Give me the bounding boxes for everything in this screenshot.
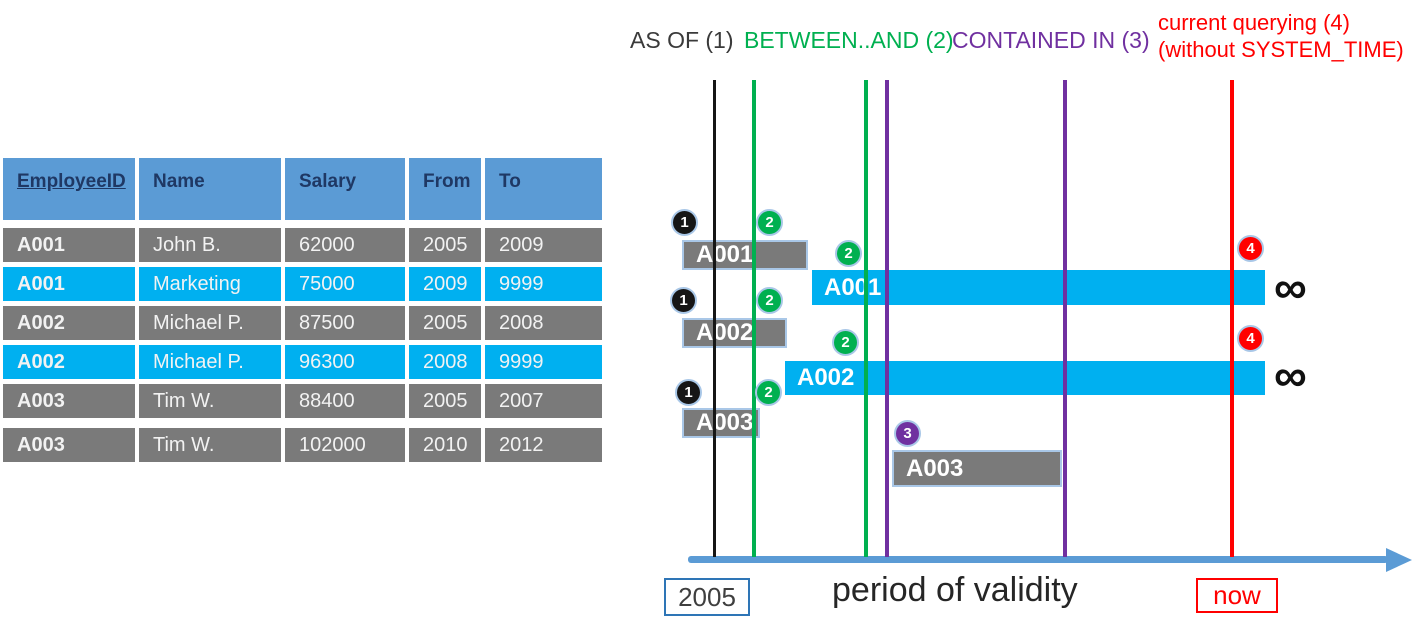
validity-bar-label: A003 <box>696 409 754 436</box>
table-cell: A001 <box>3 267 135 301</box>
validity-bar-label: A001 <box>696 241 754 268</box>
axis-now-box: now <box>1196 578 1278 613</box>
table-header-row: EmployeeID Name Salary From To <box>3 158 603 220</box>
table-cell: 87500 <box>285 306 405 340</box>
table-cell: 9999 <box>485 345 602 379</box>
time-axis-arrowhead-icon <box>1386 548 1412 572</box>
query-number-badge: 2 <box>755 379 782 406</box>
header-employeeid-label: EmployeeID <box>17 171 126 192</box>
table-cell: 75000 <box>285 267 405 301</box>
infinity-icon: ∞ <box>1274 261 1307 313</box>
now-line <box>1230 80 1234 557</box>
as-of-line <box>713 80 716 557</box>
infinity-icon: ∞ <box>1274 349 1307 401</box>
validity-bar: A002 <box>785 361 1265 395</box>
validity-bar: A003 <box>682 408 760 438</box>
table-cell: Tim W. <box>139 384 281 418</box>
validity-bar-label: A003 <box>906 454 964 482</box>
legend-current-querying-line2: (without SYSTEM_TIME) <box>1158 37 1404 62</box>
table-cell: 2008 <box>409 345 481 379</box>
query-number-badge: 1 <box>671 209 698 236</box>
table-cell: 88400 <box>285 384 405 418</box>
validity-bar-label: A002 <box>696 319 754 346</box>
table-cell: 2005 <box>409 384 481 418</box>
header-employeeid: EmployeeID <box>3 158 135 220</box>
validity-bar-label: A001 <box>824 273 882 301</box>
validity-bar: A002 <box>682 318 787 348</box>
table-cell: 2005 <box>409 306 481 340</box>
table-cell: 2007 <box>485 384 602 418</box>
table-cell: 2009 <box>409 267 481 301</box>
axis-now-label: now <box>1213 580 1261 610</box>
legend-between-and: BETWEEN..AND (2) <box>744 27 954 53</box>
table-cell: A003 <box>3 384 135 418</box>
table-cell: A001 <box>3 228 135 262</box>
table-cell: A002 <box>3 345 135 379</box>
query-number-badge: 2 <box>756 287 783 314</box>
table-cell: 62000 <box>285 228 405 262</box>
table-cell: 102000 <box>285 428 405 462</box>
table-cell: 9999 <box>485 267 602 301</box>
validity-bar: A001 <box>682 240 808 270</box>
legend-as-of: AS OF (1) <box>630 27 734 53</box>
between-and-end-line <box>864 80 868 557</box>
table-cell: Marketing <box>139 267 281 301</box>
table-cell: Michael P. <box>139 306 281 340</box>
time-axis <box>688 556 1388 563</box>
header-from: From <box>409 158 481 220</box>
legend-current-querying: current querying (4) (without SYSTEM_TIM… <box>1158 9 1404 63</box>
axis-start-year: 2005 <box>678 581 736 612</box>
validity-bar: A003 <box>892 450 1062 487</box>
legend-current-querying-line1: current querying (4) <box>1158 10 1350 35</box>
contained-in-start-line <box>885 80 889 557</box>
query-number-badge: 2 <box>835 240 862 267</box>
header-name: Name <box>139 158 281 220</box>
contained-in-end-line <box>1063 80 1067 557</box>
query-number-badge: 4 <box>1237 325 1264 352</box>
validity-bar-label: A002 <box>797 364 855 391</box>
table-cell: A003 <box>3 428 135 462</box>
table-cell: Tim W. <box>139 428 281 462</box>
table-cell: John B. <box>139 228 281 262</box>
query-number-badge: 2 <box>832 329 859 356</box>
query-number-badge: 4 <box>1237 235 1264 262</box>
between-and-start-line <box>752 80 756 557</box>
header-salary: Salary <box>285 158 405 220</box>
axis-start-year-box: 2005 <box>664 578 750 616</box>
table-cell: 96300 <box>285 345 405 379</box>
table-cell: 2005 <box>409 228 481 262</box>
table-cell: 2012 <box>485 428 602 462</box>
table-cell: Michael P. <box>139 345 281 379</box>
table-cell: 2008 <box>485 306 602 340</box>
validity-bar: A001 <box>812 270 1265 305</box>
table-cell: A002 <box>3 306 135 340</box>
legend-contained-in: CONTAINED IN (3) <box>952 27 1150 53</box>
query-number-badge: 1 <box>675 379 702 406</box>
query-number-badge: 2 <box>756 209 783 236</box>
table-cell: 2010 <box>409 428 481 462</box>
axis-title: period of validity <box>832 571 1078 609</box>
query-number-badge: 3 <box>894 420 921 447</box>
table-cell: 2009 <box>485 228 602 262</box>
header-to: To <box>485 158 602 220</box>
query-number-badge: 1 <box>670 287 697 314</box>
